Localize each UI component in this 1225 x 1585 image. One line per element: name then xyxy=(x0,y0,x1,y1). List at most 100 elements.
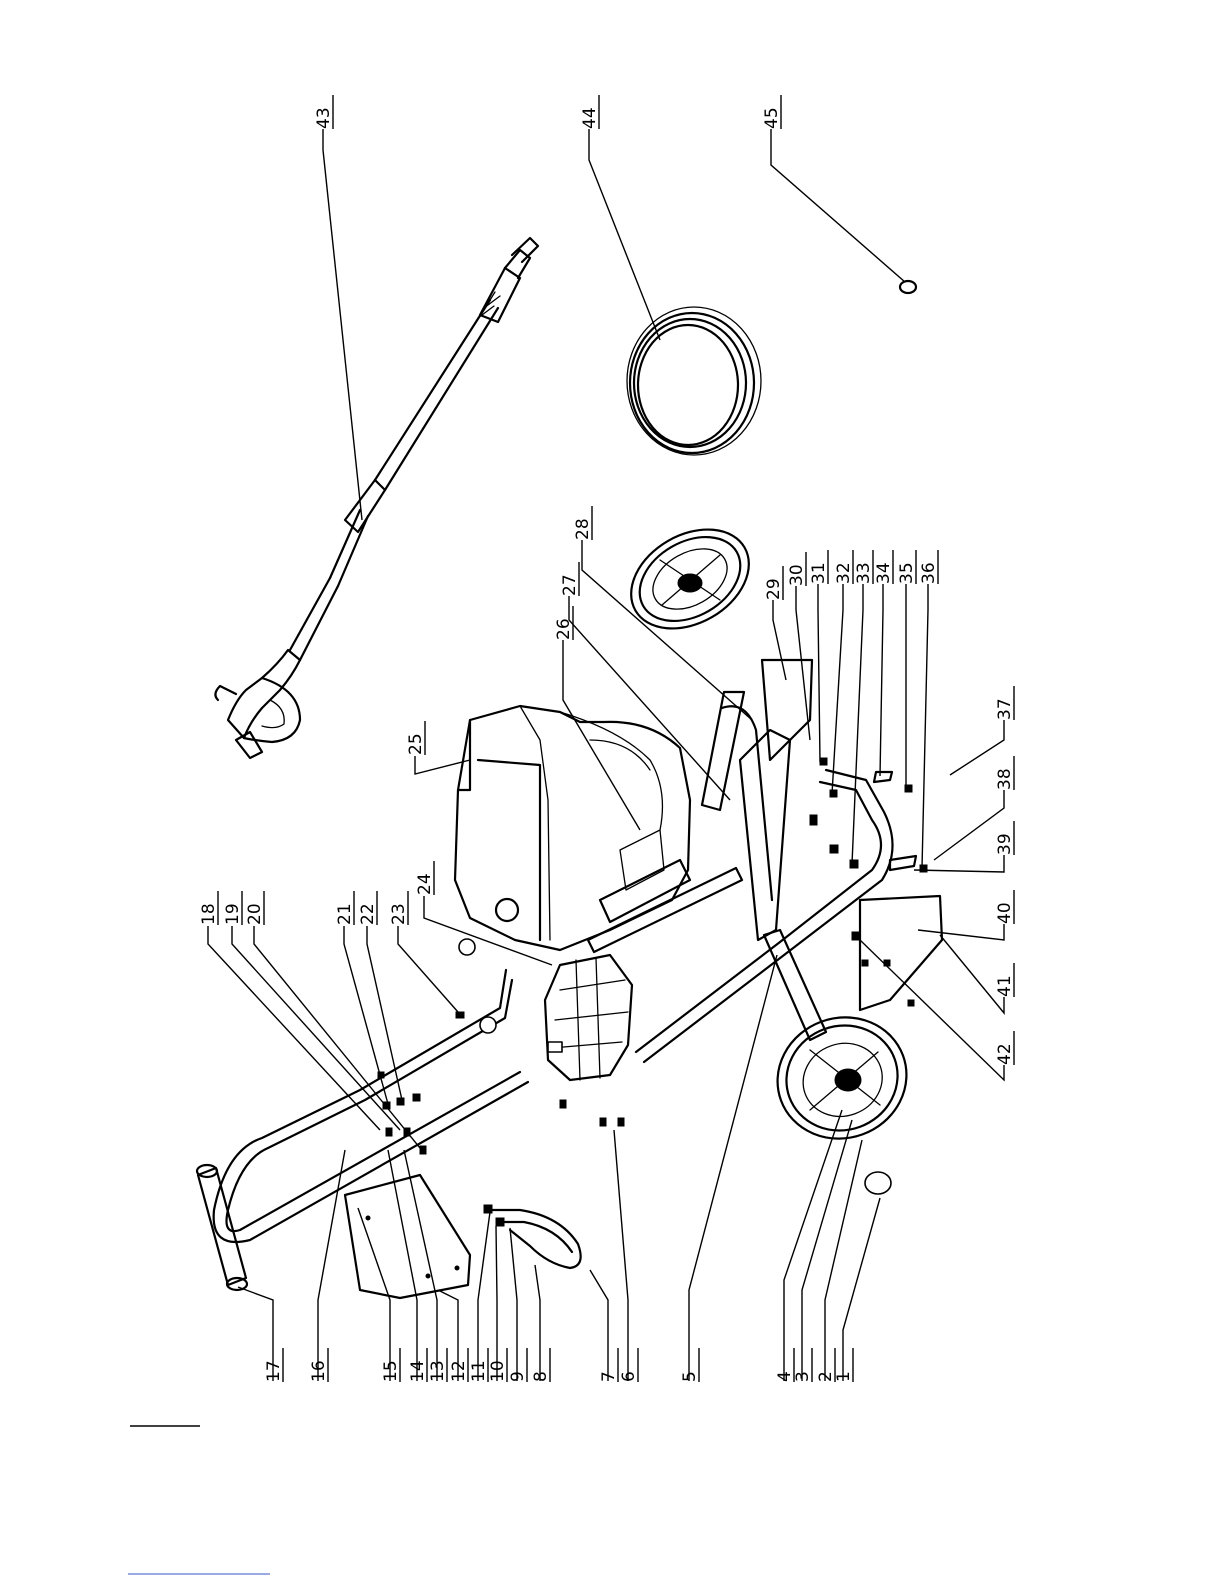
svg-text:4: 4 xyxy=(775,1371,795,1382)
svg-text:1: 1 xyxy=(834,1371,854,1382)
callout-41: 41 xyxy=(995,963,1015,997)
callout-17: 17 xyxy=(264,1348,284,1382)
spray-gun-wand-drawing xyxy=(215,238,538,758)
callout-32: 32 xyxy=(834,550,854,584)
callout-36: 36 xyxy=(919,550,939,584)
callout-26: 26 xyxy=(554,606,574,640)
svg-text:44: 44 xyxy=(580,107,600,129)
callout-4: 4 xyxy=(775,1348,795,1382)
callout-23: 23 xyxy=(389,891,409,925)
callout-20: 20 xyxy=(245,891,265,925)
svg-text:39: 39 xyxy=(995,833,1015,855)
svg-text:40: 40 xyxy=(995,902,1015,924)
wheel-hubcap xyxy=(865,1172,891,1194)
svg-text:11: 11 xyxy=(469,1360,489,1382)
upper-wheel-drawing xyxy=(613,509,766,648)
svg-text:16: 16 xyxy=(309,1360,329,1382)
callout-8: 8 xyxy=(531,1348,551,1382)
callout-14: 14 xyxy=(408,1348,428,1382)
svg-text:25: 25 xyxy=(406,733,426,755)
svg-text:31: 31 xyxy=(809,562,829,584)
svg-text:20: 20 xyxy=(245,903,265,925)
hose-coil-drawing xyxy=(627,307,761,455)
callout-33: 33 xyxy=(854,550,874,584)
lower-wheel-drawing xyxy=(760,999,923,1156)
callout-2: 2 xyxy=(816,1348,836,1382)
svg-text:23: 23 xyxy=(389,903,409,925)
callout-19: 19 xyxy=(223,891,243,925)
pump-drawing xyxy=(545,955,632,1080)
svg-text:2: 2 xyxy=(816,1371,836,1382)
callout-34: 34 xyxy=(874,550,894,584)
callout-30: 30 xyxy=(787,552,807,586)
callout-1: 1 xyxy=(834,1348,854,1382)
callout-numbers: 1 2 3 4 5 6 7 8 9 10 11 12 13 14 15 16 1… xyxy=(199,95,1015,1382)
callout-43: 43 xyxy=(314,95,334,129)
svg-text:33: 33 xyxy=(854,562,874,584)
svg-text:28: 28 xyxy=(573,518,593,540)
svg-text:3: 3 xyxy=(793,1371,813,1382)
svg-text:14: 14 xyxy=(408,1360,428,1382)
svg-text:30: 30 xyxy=(787,564,807,586)
panel-plate-drawing xyxy=(345,1175,470,1298)
svg-text:24: 24 xyxy=(415,873,435,895)
svg-text:21: 21 xyxy=(335,903,355,925)
svg-text:45: 45 xyxy=(762,107,782,129)
callout-29: 29 xyxy=(764,566,784,600)
svg-text:8: 8 xyxy=(531,1371,551,1382)
svg-text:12: 12 xyxy=(449,1360,469,1382)
svg-text:19: 19 xyxy=(223,903,243,925)
callout-10: 10 xyxy=(488,1348,508,1382)
callout-13: 13 xyxy=(428,1348,448,1382)
svg-text:6: 6 xyxy=(619,1371,639,1382)
svg-text:27: 27 xyxy=(560,574,580,596)
svg-text:15: 15 xyxy=(381,1360,401,1382)
callout-25: 25 xyxy=(406,721,426,755)
svg-text:32: 32 xyxy=(834,562,854,584)
svg-text:41: 41 xyxy=(995,975,1015,997)
base-plate-drawing xyxy=(860,896,942,1010)
callout-31: 31 xyxy=(809,550,829,584)
svg-text:10: 10 xyxy=(488,1360,508,1382)
svg-text:22: 22 xyxy=(358,903,378,925)
svg-text:36: 36 xyxy=(919,562,939,584)
svg-text:37: 37 xyxy=(995,698,1015,720)
callout-24: 24 xyxy=(415,861,435,895)
callout-11: 11 xyxy=(469,1348,489,1382)
handle-frame-drawing xyxy=(214,660,893,1242)
callout-21: 21 xyxy=(335,891,355,925)
svg-text:43: 43 xyxy=(314,107,334,129)
callout-12: 12 xyxy=(449,1348,469,1382)
callout-45: 45 xyxy=(762,95,782,129)
callout-9: 9 xyxy=(508,1348,528,1382)
callout-28: 28 xyxy=(573,506,593,540)
svg-text:9: 9 xyxy=(508,1371,528,1382)
callout-37: 37 xyxy=(995,686,1015,720)
callout-38: 38 xyxy=(995,756,1015,790)
callout-16: 16 xyxy=(309,1348,329,1382)
callout-39: 39 xyxy=(995,821,1015,855)
svg-text:18: 18 xyxy=(199,903,219,925)
svg-text:38: 38 xyxy=(995,768,1015,790)
svg-text:13: 13 xyxy=(428,1360,448,1382)
callout-22: 22 xyxy=(358,891,378,925)
cord-assembly-drawing xyxy=(484,1205,581,1268)
svg-text:17: 17 xyxy=(264,1360,284,1382)
callout-42: 42 xyxy=(995,1031,1015,1065)
callout-18: 18 xyxy=(199,891,219,925)
svg-text:35: 35 xyxy=(897,562,917,584)
callout-5: 5 xyxy=(680,1348,700,1382)
svg-text:34: 34 xyxy=(874,562,894,584)
callout-35: 35 xyxy=(897,550,917,584)
svg-text:5: 5 xyxy=(680,1371,700,1382)
callout-27: 27 xyxy=(560,562,580,596)
svg-text:29: 29 xyxy=(764,578,784,600)
callout-3: 3 xyxy=(793,1348,813,1382)
callout-44: 44 xyxy=(580,95,600,129)
callout-6: 6 xyxy=(619,1348,639,1382)
svg-text:26: 26 xyxy=(554,618,574,640)
hardware-bits-drawing xyxy=(378,758,927,1154)
engine-drawing xyxy=(455,706,690,950)
svg-text:7: 7 xyxy=(599,1371,619,1382)
